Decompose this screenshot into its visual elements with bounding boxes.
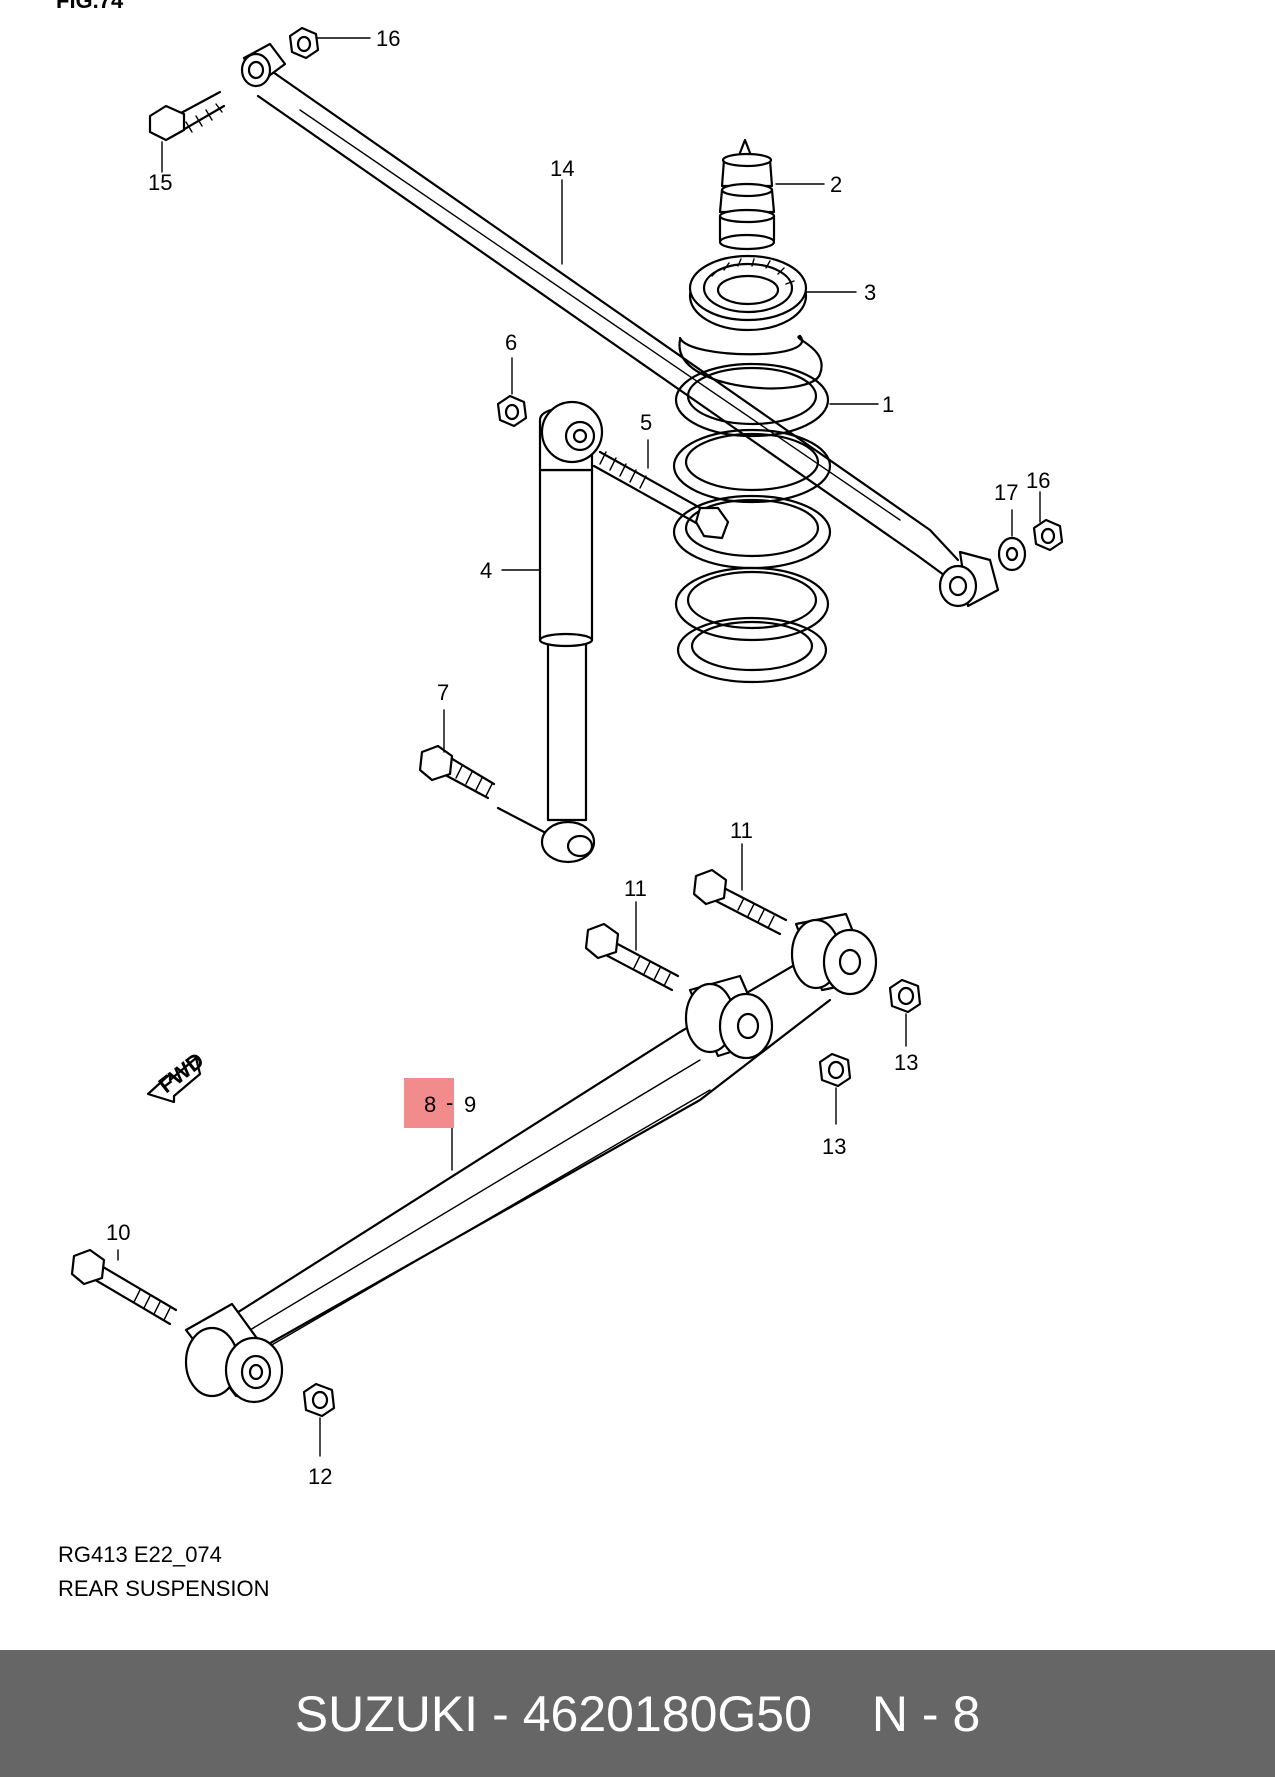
callout-17: 17 bbox=[994, 480, 1018, 505]
diagram-title: REAR SUSPENSION bbox=[58, 1576, 270, 1601]
callout-1: 1 bbox=[882, 392, 894, 417]
callout-14: 14 bbox=[550, 156, 574, 181]
bump-stop[interactable] bbox=[718, 138, 776, 251]
callout-16-right: 16 bbox=[1026, 468, 1050, 493]
washer-17[interactable] bbox=[997, 536, 1027, 572]
callout-9: 9 bbox=[464, 1092, 476, 1117]
callout-7: 7 bbox=[437, 680, 449, 705]
coil-spring[interactable] bbox=[672, 334, 832, 684]
shock-absorber[interactable] bbox=[538, 400, 604, 864]
highlight-part-8 bbox=[404, 1078, 454, 1128]
callout-11-left: 11 bbox=[624, 876, 647, 901]
bolt-7[interactable] bbox=[418, 744, 546, 834]
part-number: 4620180G50 bbox=[522, 1685, 812, 1742]
callout-8: 8 bbox=[424, 1092, 436, 1117]
callout-10: 10 bbox=[106, 1220, 130, 1245]
callouts: 16 15 14 2 3 1 6 5 17 16 4 7 11 11 13 13… bbox=[106, 26, 1050, 1489]
bolt-5[interactable] bbox=[592, 450, 730, 540]
callout-separator: - bbox=[446, 1090, 453, 1115]
nut-13-top[interactable] bbox=[888, 978, 922, 1014]
fwd-arrow-icon: FWD bbox=[146, 1047, 209, 1104]
nut-12[interactable] bbox=[302, 1382, 336, 1418]
parts-diagram: FIG.74 bbox=[56, 0, 1064, 1601]
lower-control-arm[interactable] bbox=[184, 912, 878, 1404]
callout-12: 12 bbox=[308, 1464, 332, 1489]
spring-seat[interactable] bbox=[688, 254, 808, 332]
nut-13-bottom[interactable] bbox=[818, 1052, 852, 1088]
callout-11-right: 11 bbox=[730, 818, 753, 843]
callout-5: 5 bbox=[640, 410, 652, 435]
bolt-11-left[interactable] bbox=[584, 922, 680, 992]
callout-16-top: 16 bbox=[376, 26, 400, 51]
brand-name: SUZUKI bbox=[294, 1685, 479, 1742]
reference-number: N - 8 bbox=[871, 1685, 981, 1742]
callout-15: 15 bbox=[148, 170, 172, 195]
footer-dash: - bbox=[492, 1685, 509, 1742]
bolt-15[interactable] bbox=[148, 90, 226, 142]
nut-16-right[interactable] bbox=[1032, 518, 1064, 552]
footer-bar: SUZUKI - 4620180G50 N - 8 bbox=[0, 1650, 1275, 1777]
lateral-rod[interactable] bbox=[240, 42, 1000, 608]
callout-2: 2 bbox=[830, 172, 842, 197]
bolt-10[interactable] bbox=[70, 1248, 178, 1326]
callout-3: 3 bbox=[864, 280, 876, 305]
diagram-code: RG413 E22_074 bbox=[58, 1542, 222, 1567]
fig-label: FIG.74 bbox=[56, 0, 124, 13]
bolt-11-right[interactable] bbox=[692, 868, 788, 936]
callout-6: 6 bbox=[505, 330, 517, 355]
callout-13-bottom: 13 bbox=[822, 1134, 846, 1159]
nut-16-top[interactable] bbox=[288, 26, 320, 60]
callout-13-top: 13 bbox=[894, 1050, 918, 1075]
nut-6[interactable] bbox=[496, 394, 528, 428]
leader-lines bbox=[117, 37, 1041, 1457]
callout-4: 4 bbox=[480, 558, 492, 583]
